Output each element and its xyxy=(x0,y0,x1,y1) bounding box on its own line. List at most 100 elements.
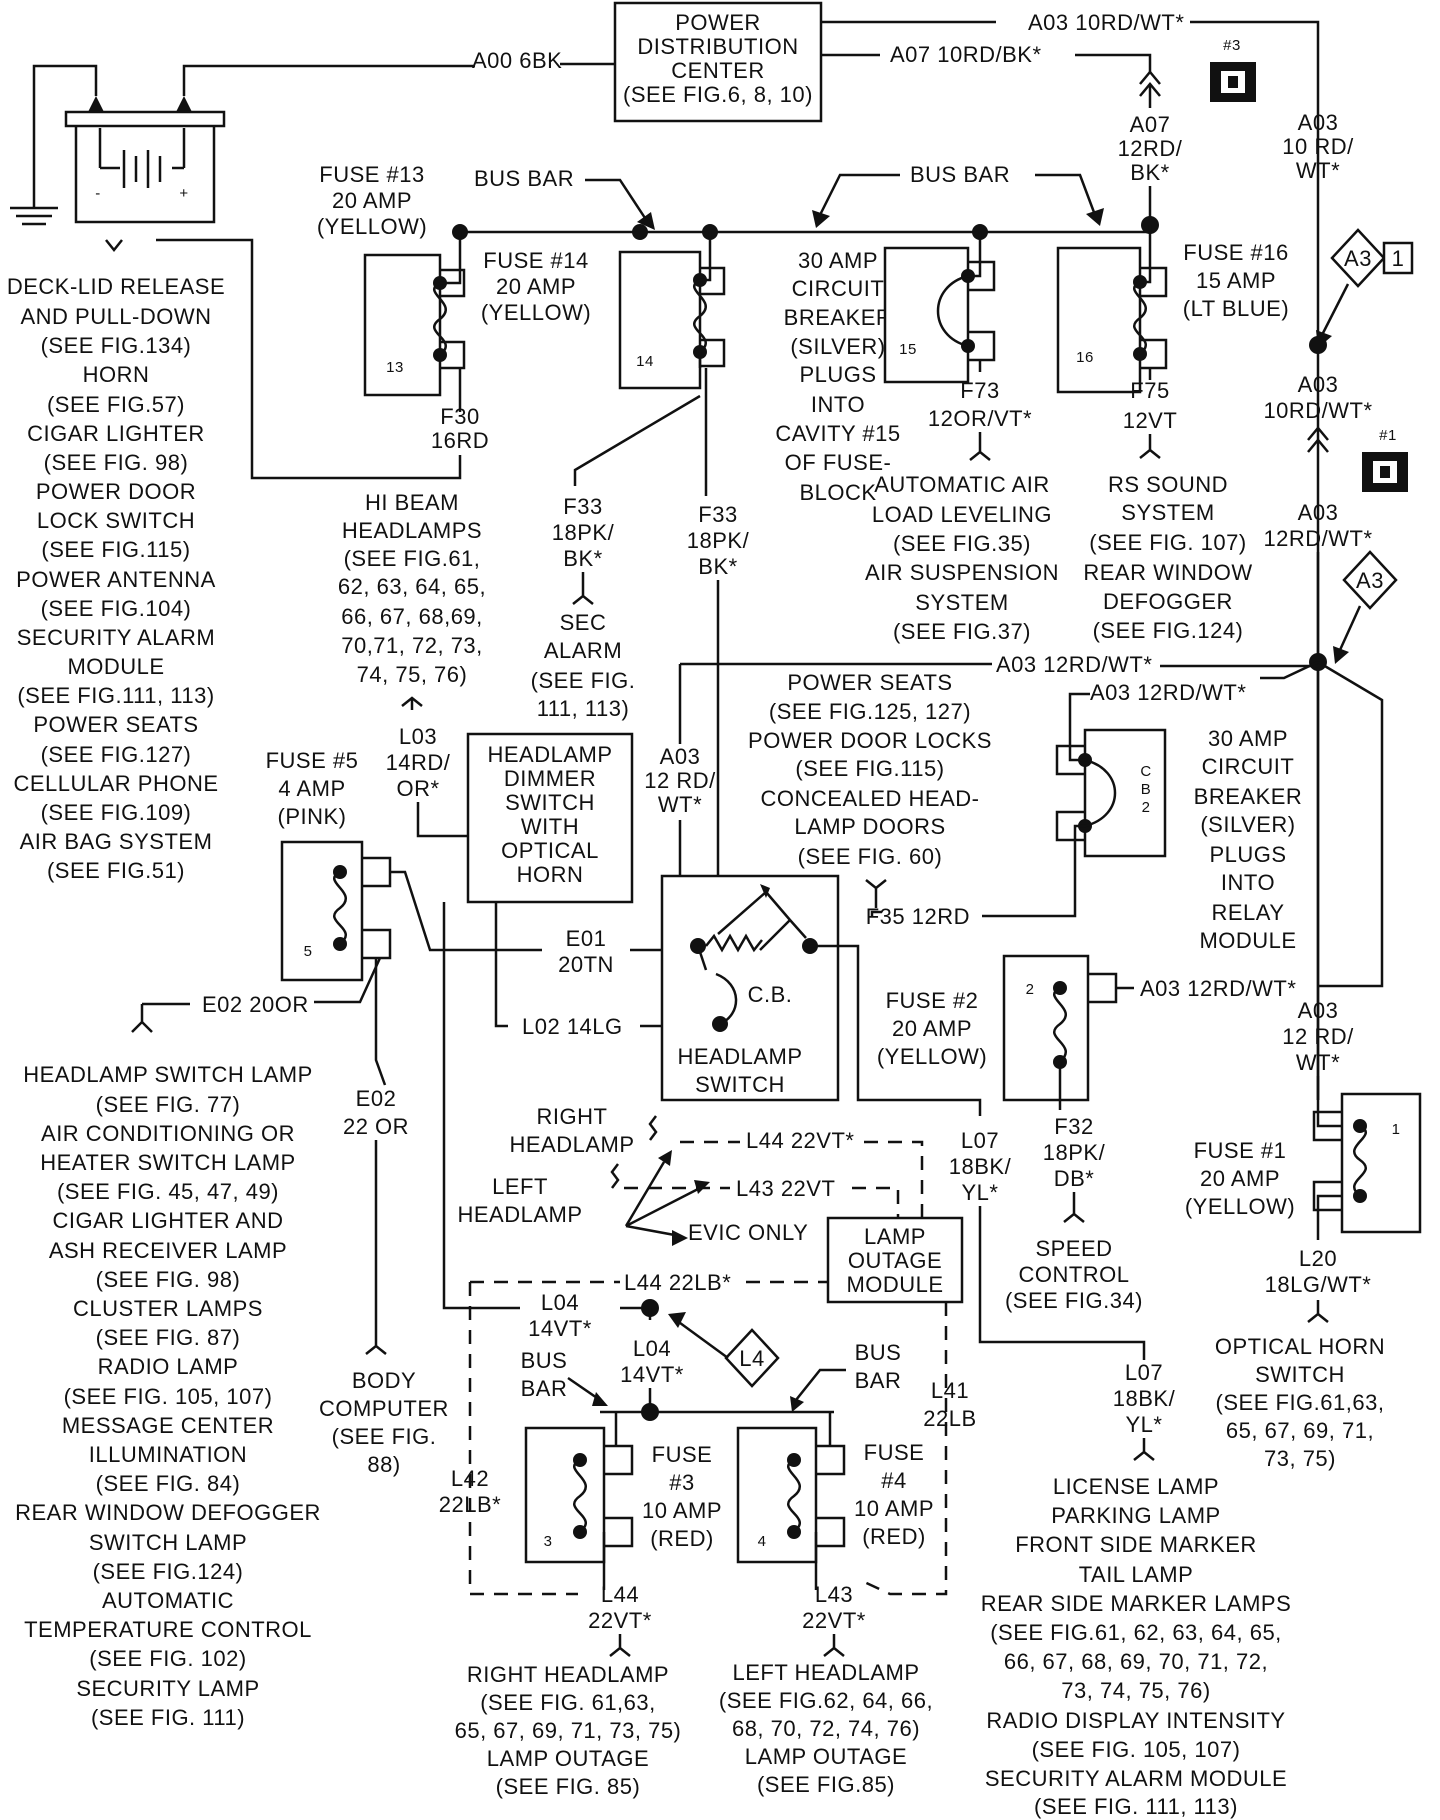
svg-text:65, 67, 69, 71,: 65, 67, 69, 71, xyxy=(1226,1418,1374,1443)
a03-f1-value: 12 RD/ xyxy=(1282,1024,1354,1049)
svg-text:PLUGS: PLUGS xyxy=(799,362,876,387)
svg-text:EVIC ONLY: EVIC ONLY xyxy=(688,1220,808,1245)
headlamp-switch-lamp-list: HEADLAMP SWITCH LAMP (SEE FIG. 77) AIR C… xyxy=(15,1062,320,1730)
svg-text:66, 67, 68, 69, 70, 71, 72,: 66, 67, 68, 69, 70, 71, 72, xyxy=(1004,1649,1268,1674)
svg-text:(SEE FIG.: (SEE FIG. xyxy=(332,1424,437,1449)
svg-text:(SILVER): (SILVER) xyxy=(790,334,885,359)
svg-text:FRONT SIDE MARKER: FRONT SIDE MARKER xyxy=(1015,1532,1257,1557)
svg-text:RELAY: RELAY xyxy=(1211,900,1284,925)
headlamp-switch: C.B. HEADLAMP SWITCH xyxy=(660,874,840,1102)
svg-text:(SEE FIG. 107): (SEE FIG. 107) xyxy=(1089,530,1246,555)
svg-text:(SEE FIG.109): (SEE FIG.109) xyxy=(41,800,192,825)
svg-text:SWITCH: SWITCH xyxy=(1255,1362,1345,1387)
svg-text:(SEE FIG.124): (SEE FIG.124) xyxy=(1093,618,1244,643)
a07-top-label: A07 10RD/BK* xyxy=(890,42,1042,67)
svg-text:FUSE: FUSE xyxy=(652,1442,713,1467)
svg-text:(SEE FIG.57): (SEE FIG.57) xyxy=(47,392,185,417)
svg-text:(SILVER): (SILVER) xyxy=(1200,812,1295,837)
fuse-16: 16 FUSE #16 15 AMP (LT BLUE) F75 12VT xyxy=(1056,225,1289,459)
svg-text:AIR CONDITIONING OR: AIR CONDITIONING OR xyxy=(41,1121,295,1146)
l42-label: L42 xyxy=(451,1466,489,1491)
l41-label: L41 xyxy=(931,1378,969,1403)
svg-text:#4: #4 xyxy=(881,1468,906,1493)
svg-text:(SEE FIG.127): (SEE FIG.127) xyxy=(41,742,192,767)
svg-text:L03: L03 xyxy=(399,724,437,749)
svg-text:13: 13 xyxy=(386,359,404,376)
svg-text:(SEE FIG. 45, 47, 49): (SEE FIG. 45, 47, 49) xyxy=(57,1179,279,1204)
a03-f1-tail: WT* xyxy=(1296,1050,1340,1075)
svg-text:F32: F32 xyxy=(1054,1114,1093,1139)
l07-b-label: L07 xyxy=(1125,1360,1163,1385)
svg-text:70,71, 72, 73,: 70,71, 72, 73, xyxy=(341,633,483,658)
circuit-breaker-2-label: 30 AMP CIRCUIT BREAKER (SILVER) PLUGS IN… xyxy=(1194,726,1303,953)
f33-b-tail: BK* xyxy=(698,554,737,579)
svg-text:20 AMP: 20 AMP xyxy=(332,188,412,213)
svg-text:(SEE FIG. 98): (SEE FIG. 98) xyxy=(96,1267,241,1292)
a03-hs-label: A03 xyxy=(660,744,701,769)
svg-text:SPEED: SPEED xyxy=(1035,1236,1112,1261)
svg-text:DISTRIBUTION: DISTRIBUTION xyxy=(637,34,798,59)
svg-text:DB*: DB* xyxy=(1054,1166,1095,1191)
svg-text:2: 2 xyxy=(1026,981,1035,998)
svg-text:BK*: BK* xyxy=(1130,160,1169,185)
svg-text:POWER SEATS: POWER SEATS xyxy=(787,670,952,695)
svg-text:A3: A3 xyxy=(1356,568,1384,593)
svg-text:TAIL LAMP: TAIL LAMP xyxy=(1079,1562,1194,1587)
svg-text:SECURITY ALARM MODULE: SECURITY ALARM MODULE xyxy=(985,1766,1287,1791)
svg-text:POWER SEATS: POWER SEATS xyxy=(33,712,198,737)
svg-text:AIR SUSPENSION: AIR SUSPENSION xyxy=(865,560,1059,585)
l04-a-label: L04 xyxy=(541,1290,579,1315)
svg-text:BREAKER: BREAKER xyxy=(784,305,893,330)
svg-text:14RD/: 14RD/ xyxy=(386,750,451,775)
svg-text:RIGHT: RIGHT xyxy=(537,1104,608,1129)
svg-text:TEMPERATURE CONTROL: TEMPERATURE CONTROL xyxy=(24,1617,312,1642)
speed-control: SPEED CONTROL (SEE FIG.34) xyxy=(1005,1236,1143,1313)
fuse-14-color: (YELLOW) xyxy=(481,300,591,325)
a03-hs-tail: WT* xyxy=(658,792,702,817)
svg-text:WITH: WITH xyxy=(521,814,579,839)
svg-text:REAR SIDE MARKER LAMPS: REAR SIDE MARKER LAMPS xyxy=(981,1591,1292,1616)
svg-text:LEFT HEADLAMP: LEFT HEADLAMP xyxy=(732,1660,919,1685)
svg-text:CLUSTER LAMPS: CLUSTER LAMPS xyxy=(73,1296,263,1321)
svg-text:BREAKER: BREAKER xyxy=(1194,784,1303,809)
l44-22lb-label: L44 22LB* xyxy=(624,1270,731,1295)
svg-text:(SEE FIG.104): (SEE FIG.104) xyxy=(41,596,192,621)
svg-text:A03: A03 xyxy=(1298,500,1339,525)
svg-text:(SEE FIG.62, 64, 66,: (SEE FIG.62, 64, 66, xyxy=(719,1688,933,1713)
e02-b-label: E02 xyxy=(356,1086,397,1111)
f33-b-label: F33 xyxy=(698,502,737,527)
bus-bar-low-left: BUS xyxy=(521,1348,568,1373)
svg-text:18PK/: 18PK/ xyxy=(552,520,615,545)
svg-text:F30: F30 xyxy=(440,404,479,429)
svg-text:BLOCK: BLOCK xyxy=(799,480,876,505)
svg-text:73, 75): 73, 75) xyxy=(1264,1446,1336,1471)
svg-text:1: 1 xyxy=(1392,1121,1401,1138)
svg-text:BK*: BK* xyxy=(563,546,602,571)
svg-text:HEADLAMP: HEADLAMP xyxy=(677,1044,802,1069)
svg-text:LICENSE LAMP: LICENSE LAMP xyxy=(1053,1474,1219,1499)
svg-text:C.B.: C.B. xyxy=(748,982,793,1007)
svg-text:(SEE FIG. 111, 113): (SEE FIG. 111, 113) xyxy=(1034,1794,1238,1819)
svg-text:2: 2 xyxy=(1142,799,1151,816)
svg-text:(SEE FIG.124): (SEE FIG.124) xyxy=(93,1559,244,1584)
svg-text:12VT: 12VT xyxy=(1123,408,1178,433)
a03-right-label-3: WT* xyxy=(1296,158,1340,183)
svg-text:ILLUMINATION: ILLUMINATION xyxy=(89,1442,247,1467)
svg-text:65, 67, 69, 71, 73, 75): 65, 67, 69, 71, 73, 75) xyxy=(455,1718,682,1743)
automatic-air-load-leveling: AUTOMATIC AIR LOAD LEVELING (SEE FIG.35)… xyxy=(865,472,1059,644)
svg-text:(SEE FIG. 105, 107): (SEE FIG. 105, 107) xyxy=(64,1384,273,1409)
a00-wire-label: A00 6BK xyxy=(472,48,562,73)
license-lamp-list: LICENSE LAMP PARKING LAMP FRONT SIDE MAR… xyxy=(981,1474,1292,1819)
svg-text:OPTICAL: OPTICAL xyxy=(501,838,599,863)
svg-text:C: C xyxy=(1140,763,1151,780)
fuse-3: 3 FUSE #3 10 AMP (RED) L44 22VT* xyxy=(524,1412,722,1657)
svg-text:73, 74, 75, 76): 73, 74, 75, 76) xyxy=(1061,1678,1210,1703)
connector-3: A07 12RD/ BK* #3 xyxy=(1118,37,1256,185)
circuit-breaker-15-label: 30 AMP CIRCUIT BREAKER (SILVER) PLUGS IN… xyxy=(775,248,900,505)
left-headlamp-outage: LEFT HEADLAMP (SEE FIG.62, 64, 66, 68, 7… xyxy=(719,1660,933,1797)
fuse-14-label: FUSE #14 xyxy=(483,248,589,273)
bus-bar-label-left: BUS BAR xyxy=(474,166,574,191)
svg-text:CAVITY #15: CAVITY #15 xyxy=(775,421,900,446)
svg-text:CIRCUIT: CIRCUIT xyxy=(792,276,885,301)
svg-text:L44 22VT*: L44 22VT* xyxy=(746,1128,854,1153)
